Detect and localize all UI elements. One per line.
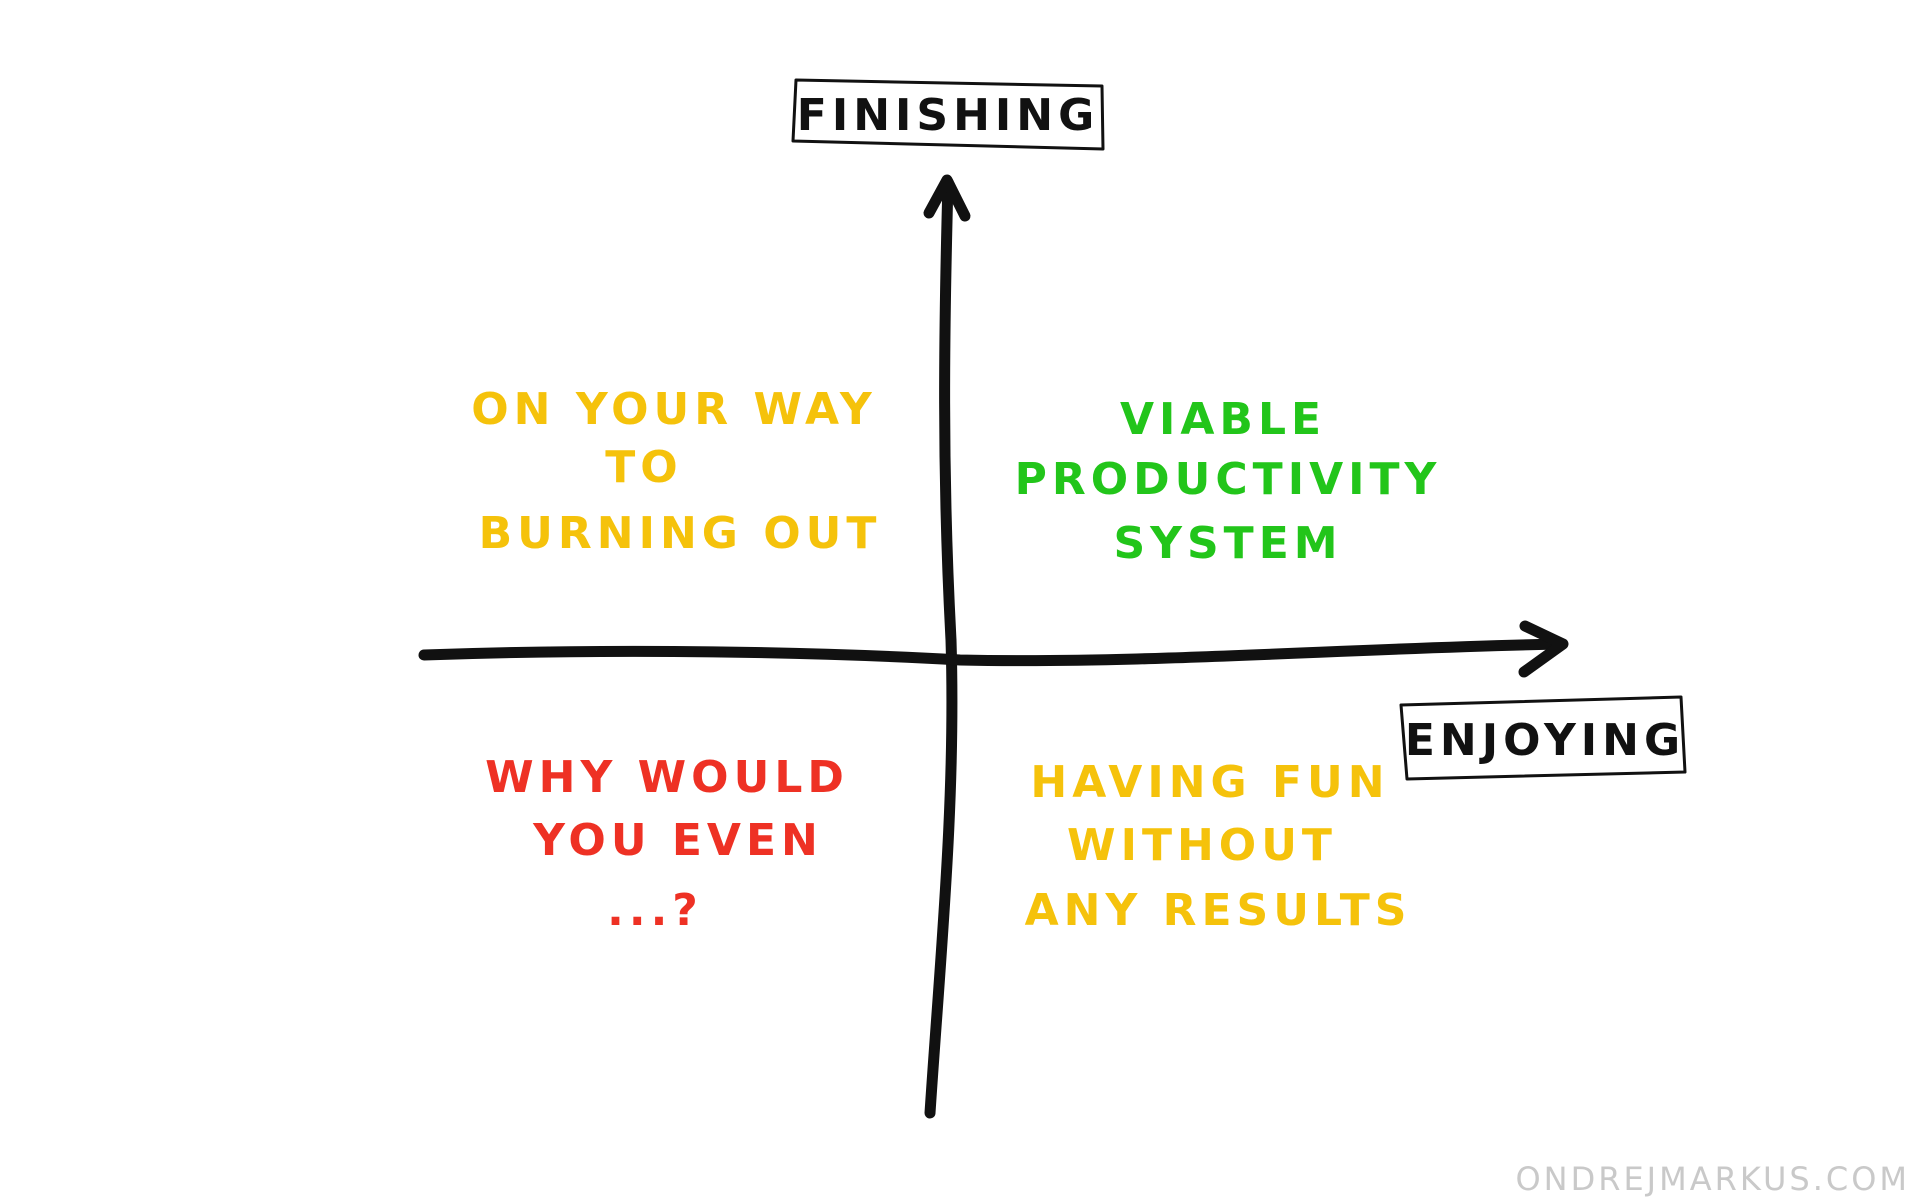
horizontal-axis-arrowhead xyxy=(1518,620,1569,678)
quadrant-top-left: ON YOUR WAY TO BURNING OUT xyxy=(471,384,882,559)
quadrant-top-left-line-1: ON YOUR WAY xyxy=(471,384,876,435)
quadrant-bottom-left-line-1: WHY WOULD xyxy=(485,752,849,803)
quadrant-top-right-line-2: PRODUCTIVITY xyxy=(1015,454,1442,505)
quadrant-bottom-left-line-3: ...? xyxy=(607,885,703,936)
vertical-axis-arrowhead xyxy=(923,174,971,222)
vertical-axis-line xyxy=(924,176,958,1119)
quadrant-bottom-right: HAVING FUN WITHOUT ANY RESULTS xyxy=(1025,757,1412,936)
quadrant-bottom-left: WHY WOULD YOU EVEN ...? xyxy=(485,752,849,936)
quadrant-bottom-right-line-3: ANY RESULTS xyxy=(1025,885,1412,936)
finishing-label-box xyxy=(791,78,1105,151)
quadrant-top-right-line-1: VIABLE xyxy=(1120,394,1326,445)
enjoying-label: ENJOYING xyxy=(1399,695,1687,781)
vertical-axis xyxy=(923,174,971,1119)
finishing-label-text: FINISHING xyxy=(797,90,1099,141)
quadrant-bottom-left-line-2: YOU EVEN xyxy=(532,815,823,866)
watermark: ONDREJMARKUS.COM xyxy=(1515,1160,1910,1198)
horizontal-axis xyxy=(418,620,1569,678)
quadrant-top-left-line-3: BURNING OUT xyxy=(479,508,882,559)
quadrant-bottom-right-line-1: HAVING FUN xyxy=(1030,757,1389,808)
horizontal-axis-line xyxy=(418,638,1568,667)
enjoying-label-text: ENJOYING xyxy=(1405,715,1685,766)
quadrant-top-right: VIABLE PRODUCTIVITY SYSTEM xyxy=(1015,394,1442,569)
finishing-label: FINISHING xyxy=(791,78,1105,151)
quadrant-bottom-right-line-2: WITHOUT xyxy=(1067,820,1337,871)
quadrant-top-left-line-2: TO xyxy=(605,442,682,493)
enjoying-label-box xyxy=(1399,695,1687,781)
quadrant-top-right-line-3: SYSTEM xyxy=(1113,518,1342,569)
